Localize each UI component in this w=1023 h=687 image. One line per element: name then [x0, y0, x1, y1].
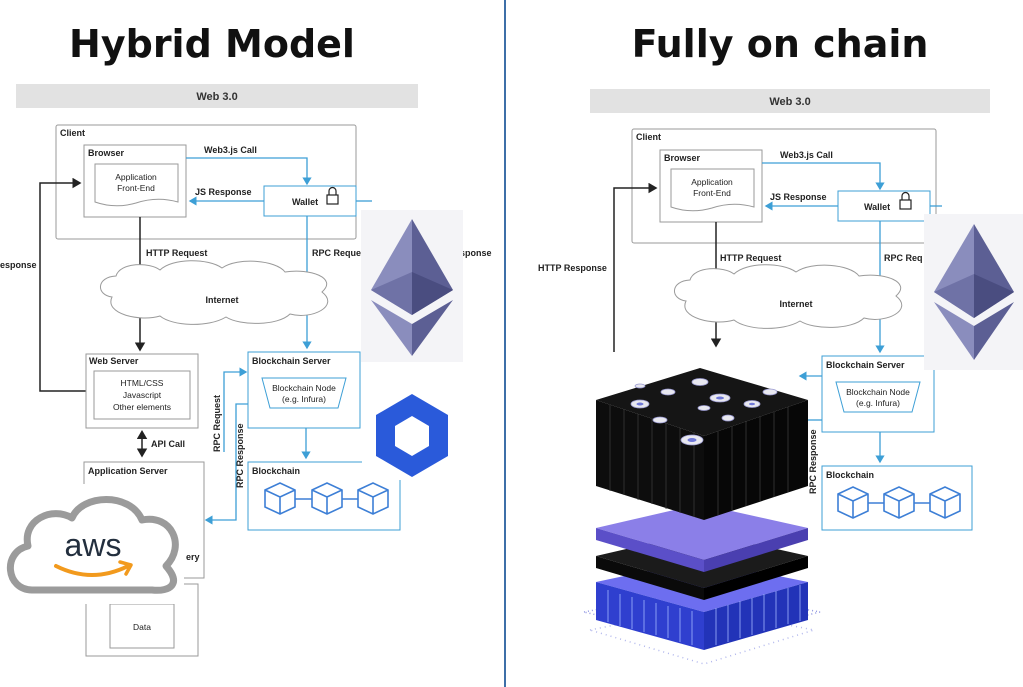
left-blockchain-label: Blockchain [252, 466, 300, 476]
right-frontend-line2: Front-End [693, 188, 731, 198]
left-blockchain-server-label: Blockchain Server [252, 356, 331, 366]
right-web3-call-label: Web3.js Call [780, 150, 833, 160]
right-wallet-box [837, 190, 931, 222]
left-http-response-label: esponse [0, 260, 37, 270]
left-js-response-label: JS Response [195, 187, 252, 197]
right-panel: Fully on chain Web 3.0 Client Browser Ap… [538, 22, 1023, 665]
right-internet-label: Internet [779, 299, 812, 309]
left-web3-call-label: Web3.js Call [204, 145, 257, 155]
right-rpc-response-vert-label: RPC Response [808, 429, 818, 494]
aws-logo-text: aws [65, 527, 122, 563]
left-client-label: Client [60, 128, 85, 138]
left-http-request-label: HTTP Request [146, 248, 207, 258]
right-node-line2: (e.g. Infura) [856, 398, 900, 408]
right-ethereum-logo-icon [924, 214, 1023, 370]
left-app-server-label: Application Server [88, 466, 168, 476]
left-frontend-doc-icon [94, 163, 179, 207]
right-blockchain-label: Blockchain [826, 470, 874, 480]
left-web-server-label: Web Server [89, 356, 139, 366]
left-ethereum-logo-icon [361, 210, 463, 362]
right-internet-cloud-icon [674, 264, 903, 329]
right-rpc-request-label: RPC Req [884, 253, 923, 263]
left-internet-cloud-icon [100, 260, 329, 325]
right-node-line1: Blockchain Node [846, 387, 910, 397]
left-frontend-line2: Front-End [117, 183, 155, 193]
right-frontend-line1: Application [691, 177, 733, 187]
left-query-label: ery [186, 552, 200, 562]
left-frontend-line1: Application [115, 172, 157, 182]
left-web-server-inner [93, 370, 191, 420]
left-rpc-response-vert-label: RPC Response [235, 423, 245, 488]
left-rpc-request-label: RPC Reque [312, 248, 361, 258]
left-rpc-response-vert-arrow [204, 403, 248, 525]
right-web3-band [590, 89, 990, 113]
right-frontend-doc-icon [670, 168, 755, 212]
left-rpc-request-vert-label: RPC Request [212, 395, 222, 452]
right-lock-icon [899, 191, 912, 210]
left-data-label: Data [133, 622, 151, 632]
left-browser-label: Browser [88, 148, 125, 158]
left-api-call-label: API Call [151, 439, 185, 449]
right-band-label: Web 3.0 [769, 96, 810, 108]
left-http-response-arrow [39, 177, 86, 392]
left-wallet-label: Wallet [292, 197, 318, 207]
left-web3-call-arrow [186, 157, 312, 186]
left-internet-label: Internet [205, 295, 238, 305]
right-http-request-label: HTTP Request [720, 253, 781, 263]
right-js-response-label: JS Response [770, 192, 827, 202]
left-response-right-label: sponse [460, 248, 492, 258]
right-http-response-label: HTTP Response [538, 263, 607, 273]
left-chainlink-logo-icon [362, 388, 462, 480]
left-panel: Hybrid Model Web 3.0 Client Browser Appl… [0, 22, 492, 657]
left-node-line2: (e.g. Infura) [282, 394, 326, 404]
left-web3-band [16, 84, 418, 108]
left-chain-blocks-icon [264, 482, 389, 515]
right-title: Fully on chain [632, 22, 929, 66]
left-ws-line2: Javascript [123, 390, 162, 400]
fully-onchain-server-cube-illustration [583, 368, 821, 665]
left-data-inner [109, 603, 175, 649]
right-http-response-arrow [613, 182, 658, 352]
right-wallet-label: Wallet [864, 202, 890, 212]
left-rpc-request-vert-arrow [223, 367, 248, 452]
right-client-label: Client [636, 132, 661, 142]
right-web3-call-arrow [762, 162, 885, 191]
right-chain-blocks-icon [837, 486, 961, 519]
left-ws-line1: HTML/CSS [121, 378, 164, 388]
left-title: Hybrid Model [69, 22, 355, 66]
right-blockchain-server-label: Blockchain Server [826, 360, 905, 370]
left-band-label: Web 3.0 [196, 91, 237, 103]
left-lock-icon [326, 186, 339, 205]
right-blockchain-node-icon [835, 381, 921, 413]
left-blockchain-node-icon [261, 377, 347, 409]
right-browser-label: Browser [664, 153, 701, 163]
left-node-line1: Blockchain Node [272, 383, 336, 393]
aws-logo-icon: aws [0, 484, 184, 604]
left-ws-line3: Other elements [113, 402, 171, 412]
